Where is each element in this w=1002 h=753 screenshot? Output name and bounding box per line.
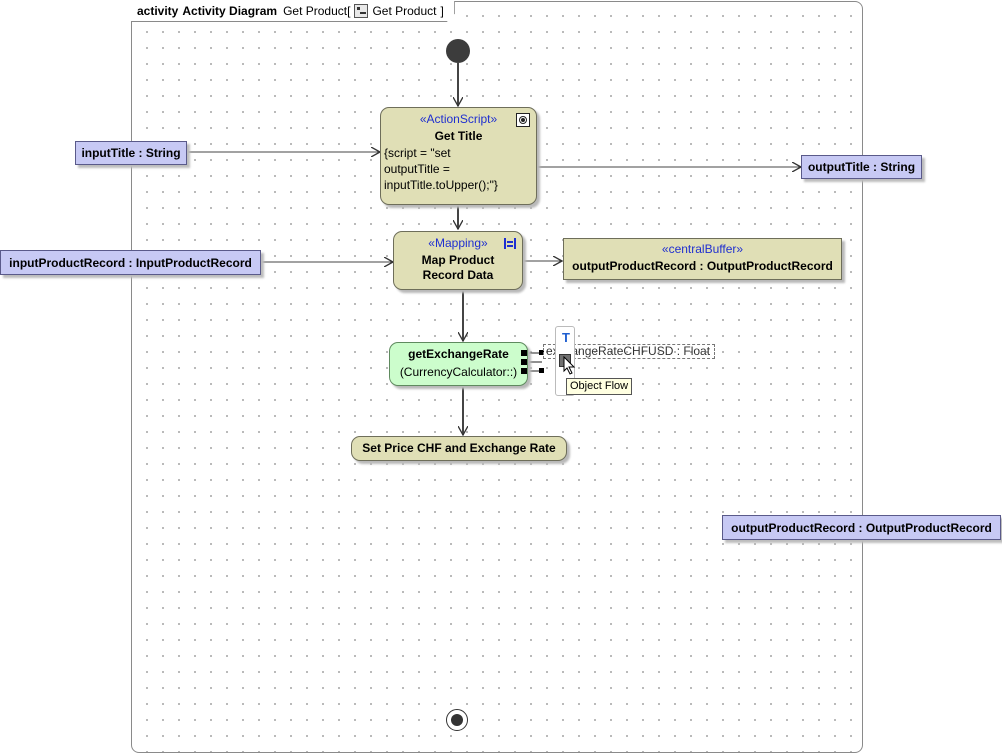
text-tool-icon[interactable]: T — [562, 330, 570, 345]
map-product-name-line1: Map Product — [421, 253, 495, 267]
pin-handle[interactable] — [539, 368, 544, 373]
map-product-action[interactable]: «Mapping» Map Product Record Data — [393, 231, 523, 290]
output-title-parameter[interactable]: outputTitle : String — [801, 155, 922, 179]
output-pin[interactable] — [521, 368, 527, 374]
frame-ref-name: Get Product — [372, 4, 437, 18]
get-title-stereotype: «ActionScript» — [419, 112, 498, 126]
frame-bracket-open: [ — [347, 4, 351, 18]
output-product-record-parameter[interactable]: outputProductRecord : OutputProductRecor… — [722, 515, 1001, 540]
script-line: outputTitle = — [384, 162, 450, 176]
frame-keyword: activity — [137, 4, 179, 18]
set-price-name: Set Price CHF and Exchange Rate — [362, 441, 556, 455]
get-title-script: {script = "set outputTitle = inputTitle.… — [381, 145, 536, 193]
diagram-icon — [354, 4, 368, 18]
frame-header: activity Activity Diagram Get Product [ … — [131, 1, 455, 22]
script-icon — [516, 113, 530, 127]
input-product-record-parameter[interactable]: inputProductRecord : InputProductRecord — [0, 250, 261, 275]
pin-handle[interactable] — [539, 350, 544, 355]
input-product-record-label: inputProductRecord : InputProductRecord — [9, 255, 252, 270]
final-node[interactable] — [446, 709, 468, 731]
get-exchange-rate-action[interactable]: getExchangeRate (CurrencyCalculator::) — [389, 342, 528, 386]
tooltip-text: Object Flow — [570, 380, 629, 392]
mapping-icon — [503, 238, 516, 250]
output-title-label: outputTitle : String — [807, 160, 916, 174]
input-title-parameter[interactable]: inputTitle : String — [75, 141, 187, 165]
map-product-name: Map Product Record Data — [394, 253, 522, 283]
central-buffer-node[interactable]: «centralBuffer» outputProductRecord : Ou… — [563, 238, 842, 280]
map-product-name-line2: Record Data — [422, 268, 494, 282]
initial-node[interactable] — [446, 39, 470, 63]
get-exchange-rate-name: getExchangeRate — [408, 347, 509, 361]
input-title-label: inputTitle : String — [81, 146, 181, 160]
map-product-stereotype: «Mapping» — [428, 236, 488, 250]
mouse-cursor-icon — [563, 356, 576, 375]
central-buffer-name: outputProductRecord : OutputProductRecor… — [572, 259, 833, 273]
script-line: {script = "set — [384, 146, 451, 160]
frame-bracket-close: ] — [440, 4, 444, 18]
get-title-action[interactable]: «ActionScript» Get Title {script = "set … — [380, 107, 537, 205]
frame-type-label: Activity Diagram — [182, 4, 278, 18]
pin-label-text: exchangeRateCHFUSD : Float — [546, 344, 711, 358]
script-line: inputTitle.toUpper();"} — [384, 178, 498, 192]
output-pin[interactable] — [521, 350, 527, 356]
pin-label[interactable]: exchangeRateCHFUSD : Float — [543, 344, 715, 359]
frame-name: Get Product — [283, 4, 348, 18]
central-buffer-stereotype: «centralBuffer» — [661, 242, 744, 256]
set-price-action[interactable]: Set Price CHF and Exchange Rate — [351, 436, 567, 461]
get-title-name: Get Title — [434, 129, 483, 143]
object-flow-tooltip: Object Flow — [566, 378, 633, 395]
output-product-record-label: outputProductRecord : OutputProductRecor… — [731, 520, 992, 535]
get-exchange-rate-owner: (CurrencyCalculator::) — [399, 365, 518, 379]
output-pin[interactable] — [521, 359, 527, 365]
